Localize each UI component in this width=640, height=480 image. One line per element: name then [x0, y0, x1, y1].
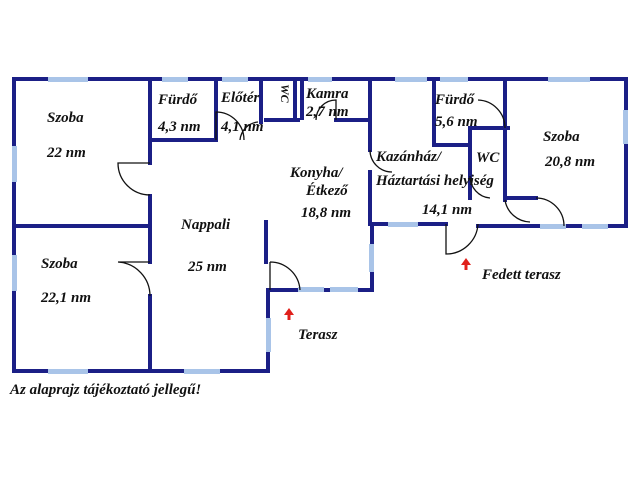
window — [582, 224, 608, 229]
entrance-labels: Fedett terasz Terasz — [298, 267, 561, 343]
room-area-kazanhaz: 14,1 nm — [422, 202, 472, 218]
room-area-szoba-3: 20,8 nm — [544, 154, 595, 170]
room-name-kazanhaz-text-line-2: Háztartási helyiség — [375, 173, 494, 189]
room-name-wc-2: WC — [476, 150, 500, 166]
door-arc — [477, 99, 506, 129]
window — [548, 77, 590, 82]
room-area-eloter: 4,1 nm — [220, 119, 264, 135]
window — [162, 77, 188, 82]
window — [48, 369, 88, 374]
room-name-kazanhaz: Kazánház/ Háztartási helyiség — [375, 149, 494, 189]
room-name-szoba-1: Szoba — [47, 110, 84, 126]
entrance-label-fedett-terasz: Fedett terasz — [481, 267, 561, 283]
window — [12, 146, 17, 182]
room-name-konyha-text: Konyha/ — [289, 165, 344, 181]
entrance-label-terasz: Terasz — [298, 327, 338, 343]
window — [298, 287, 324, 292]
room-area-kamra: 2,7 nm — [305, 104, 349, 120]
room-name-eloter: Előtér — [220, 90, 259, 106]
door-arc — [239, 121, 259, 141]
room-area-furdo-1: 4,3 nm — [157, 119, 201, 135]
room-name-kazanhaz-text: Kazánház/ — [375, 149, 443, 165]
window — [12, 255, 17, 291]
room-name-wc-1: WC — [278, 84, 292, 104]
room-name-konyha: Konyha/ Étkező — [289, 165, 349, 199]
window — [48, 77, 88, 82]
door-arc — [215, 111, 245, 141]
window — [440, 77, 468, 82]
door-arc — [315, 99, 337, 121]
window — [330, 287, 358, 292]
room-name-nappali: Nappali — [180, 217, 231, 233]
room-area-szoba-1: 22 nm — [46, 145, 86, 161]
entrance-arrow-icon — [284, 308, 294, 320]
window — [623, 110, 628, 144]
door-arc — [535, 197, 565, 227]
room-area-konyha: 18,8 nm — [301, 205, 351, 221]
door-arc — [117, 261, 151, 297]
room-name-konyha-text-line-2: Étkező — [305, 182, 349, 199]
door-arc — [117, 162, 151, 196]
door-arc — [369, 149, 393, 173]
window — [266, 318, 271, 352]
room-name-furdo-2: Fürdő — [434, 92, 476, 108]
room-name-kamra: Kamra — [305, 86, 349, 102]
door-arc — [269, 261, 301, 291]
entrance-arrow-icon — [461, 258, 471, 270]
window — [388, 222, 418, 227]
window — [395, 77, 427, 82]
room-name-szoba-3: Szoba — [543, 129, 580, 145]
window — [369, 244, 374, 272]
window — [222, 77, 248, 82]
room-labels: Szoba 22 nm Fürdő 4,3 nm Előtér 4,1 nm W… — [40, 84, 595, 306]
room-name-szoba-2: Szoba — [41, 256, 78, 272]
room-name-furdo-1: Fürdő — [157, 92, 199, 108]
window — [184, 369, 220, 374]
room-area-nappali: 25 nm — [187, 259, 227, 275]
door-arc — [504, 199, 531, 223]
window — [540, 224, 566, 229]
room-area-furdo-2: 5,6 nm — [435, 114, 478, 130]
windows — [12, 77, 628, 374]
disclaimer-note: Az alaprajz tájékoztató jellegű! — [10, 382, 202, 398]
window — [308, 77, 332, 82]
entrance-arrows — [284, 258, 471, 320]
room-area-szoba-2: 22,1 nm — [40, 290, 91, 306]
door-arc — [445, 223, 479, 255]
doors — [117, 99, 565, 297]
door-arc — [469, 175, 491, 199]
